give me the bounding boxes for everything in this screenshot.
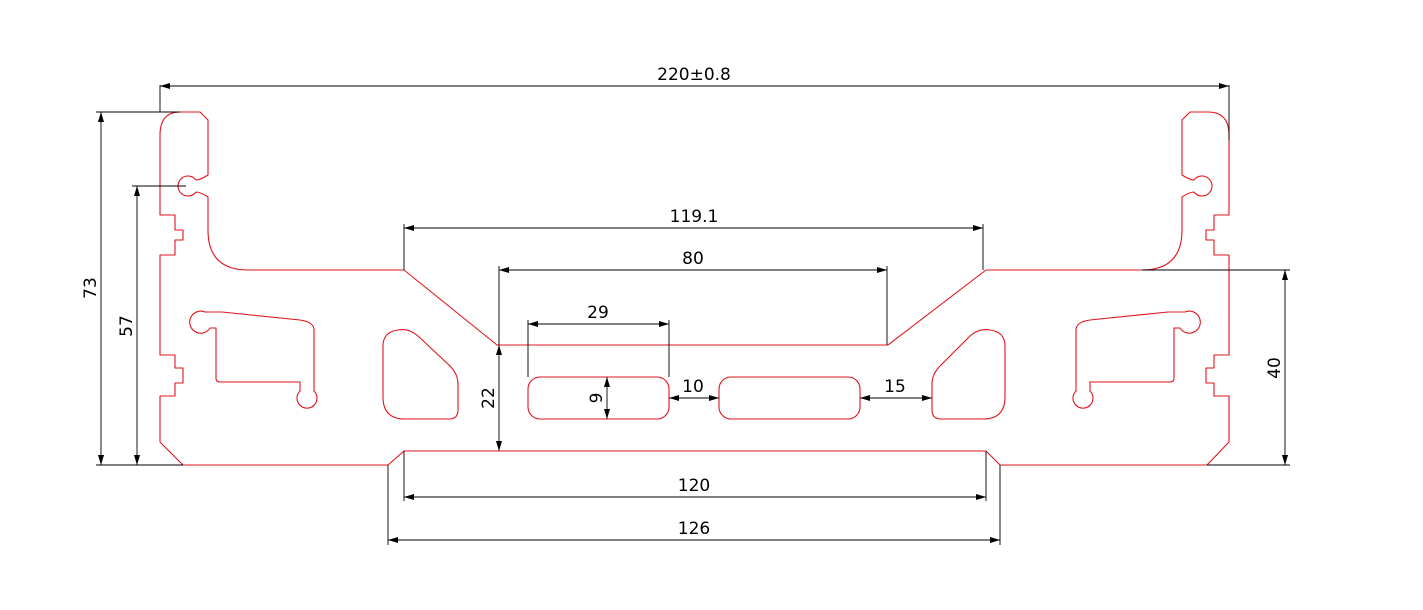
dimension-labels: 220±0.8 119.1 80 29 9 10 15 22 73 57 40 … <box>81 65 1285 539</box>
label-slot-length: 29 <box>587 303 609 323</box>
label-overall-height: 73 <box>81 277 101 299</box>
right-triangular-hollow <box>931 329 1006 420</box>
right-slot <box>718 376 861 420</box>
profile-main-contour <box>159 111 1230 466</box>
label-end-gap: 15 <box>884 377 906 397</box>
label-slot-gap: 10 <box>682 377 704 397</box>
dimension-lines <box>96 83 1290 545</box>
label-inner-width: 80 <box>682 249 704 269</box>
label-slot-height: 9 <box>587 393 607 404</box>
aluminum-profile-outline <box>159 111 1230 466</box>
left-triangular-hollow <box>382 329 459 420</box>
label-overall-width: 220±0.8 <box>657 65 731 85</box>
label-bottom-outer: 126 <box>678 519 710 539</box>
label-clip-height: 57 <box>117 315 137 337</box>
label-body-height: 40 <box>1265 357 1285 379</box>
right-hook-cavity <box>1072 310 1201 409</box>
label-bottom-inner: 120 <box>678 476 710 496</box>
label-top-span: 119.1 <box>670 207 719 227</box>
label-recess-depth: 22 <box>479 387 499 409</box>
left-hook-cavity <box>189 310 318 409</box>
